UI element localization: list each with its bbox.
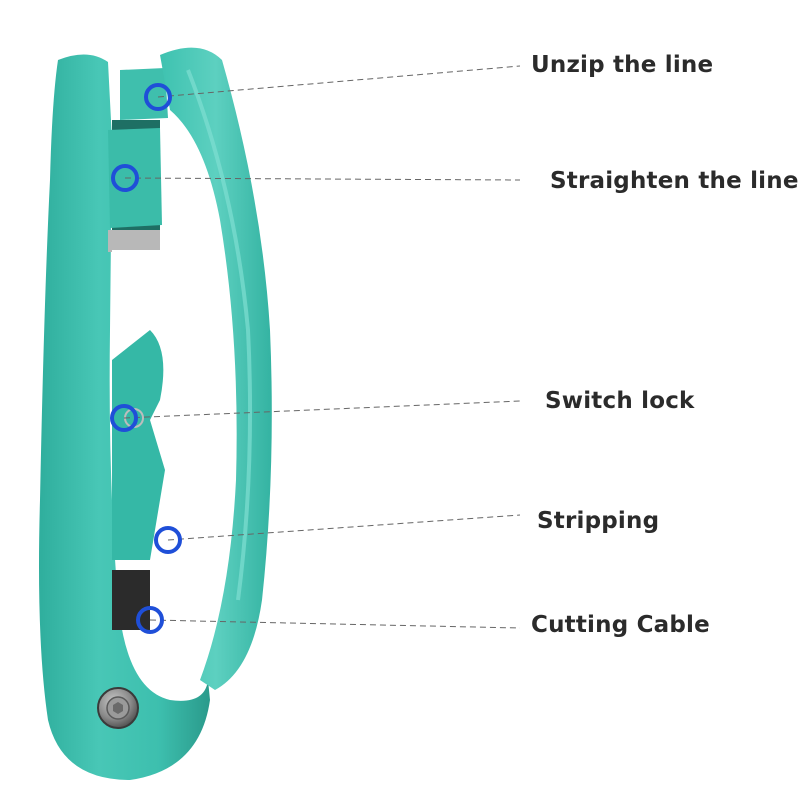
callout-line (149, 619, 521, 629)
label-straighten-the-line: Straighten the line (550, 168, 799, 194)
callout-marker (136, 606, 164, 634)
pivot-screw-hex (113, 702, 123, 714)
tool-front-highlight (186, 69, 253, 601)
cutting-slot (112, 570, 150, 630)
label-stripping: Stripping (537, 508, 660, 534)
callout-line (157, 65, 521, 98)
callout-unzip (144, 65, 521, 111)
label-switch-lock: Switch lock (545, 388, 695, 414)
callout-marker (154, 526, 182, 554)
tool-front-handle (160, 47, 272, 691)
callout-marker (111, 164, 139, 192)
callout-stripping (154, 514, 521, 554)
tool-back-handle (39, 54, 210, 780)
tool-inner-mechanism (112, 330, 165, 560)
callout-switch-lock (110, 400, 521, 432)
blade-plate (108, 230, 160, 252)
callout-marker (110, 404, 138, 432)
label-cutting-cable: Cutting Cable (531, 612, 710, 638)
callout-line (167, 514, 521, 541)
callout-straighten (111, 164, 521, 192)
callout-marker (144, 83, 172, 111)
callout-line (123, 400, 521, 419)
label-unzip-the-line: Unzip the line (531, 52, 714, 78)
tool-top-cap (120, 68, 168, 120)
callout-line (124, 177, 521, 181)
callout-cutting (136, 606, 521, 634)
